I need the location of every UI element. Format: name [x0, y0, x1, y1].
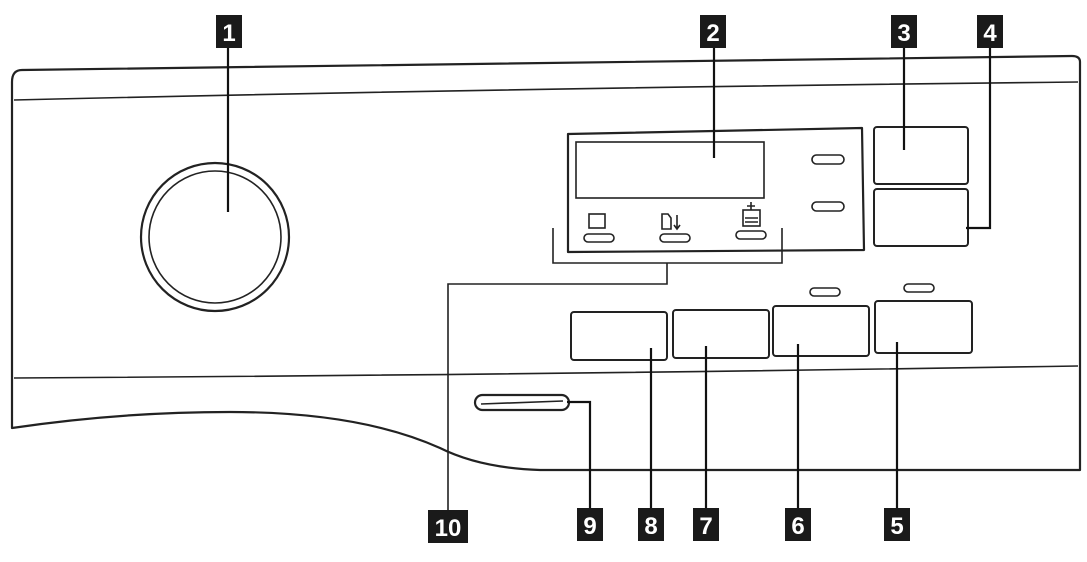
- panel-body: [10, 54, 1082, 472]
- callout-6-label: 6: [791, 513, 804, 540]
- button-8[interactable]: [570, 311, 668, 361]
- status-led: [583, 233, 615, 243]
- callout-5-label: 5: [890, 513, 903, 540]
- callout-10-label: 10: [435, 515, 462, 542]
- button-6[interactable]: [772, 305, 870, 357]
- basket-add-icon: [742, 202, 761, 227]
- option-led-5: [903, 283, 935, 293]
- button-5[interactable]: [874, 300, 973, 354]
- status-led: [659, 233, 691, 243]
- display-indicator-led: [811, 201, 845, 212]
- callout-9-label: 9: [583, 513, 596, 540]
- callout-7: 7: [693, 508, 719, 541]
- callout-8: 8: [638, 508, 664, 541]
- button-7[interactable]: [672, 309, 770, 359]
- callout-3-label: 3: [897, 20, 910, 47]
- display-panel: [566, 126, 866, 254]
- callout-5: 5: [884, 508, 910, 541]
- callout-10: 10: [428, 510, 468, 543]
- door-lock-arrow-icon: [661, 213, 681, 231]
- callout-4: 4: [977, 15, 1003, 48]
- status-led: [735, 230, 767, 240]
- indicator-group-bracket: [447, 228, 783, 526]
- callout-2: 2: [700, 15, 726, 48]
- callout-6: 6: [785, 508, 811, 541]
- leader-lines: [226, 48, 992, 508]
- callout-7-label: 7: [699, 513, 712, 540]
- prewash-square-icon: [588, 213, 606, 229]
- callout-8-label: 8: [644, 513, 657, 540]
- callout-4-label: 4: [983, 20, 997, 47]
- detergent-drawer-handle[interactable]: [473, 393, 571, 412]
- callout-3: 3: [891, 15, 917, 48]
- option-led-6: [809, 287, 841, 297]
- display-indicator-led: [811, 154, 845, 165]
- callout-9: 9: [577, 508, 603, 541]
- program-selector-knob[interactable]: [139, 161, 291, 313]
- callout-1-label: 1: [222, 20, 235, 47]
- callout-1: 1: [216, 15, 242, 48]
- button-4[interactable]: [873, 188, 969, 247]
- callout-2-label: 2: [706, 20, 719, 47]
- button-3[interactable]: [873, 126, 969, 185]
